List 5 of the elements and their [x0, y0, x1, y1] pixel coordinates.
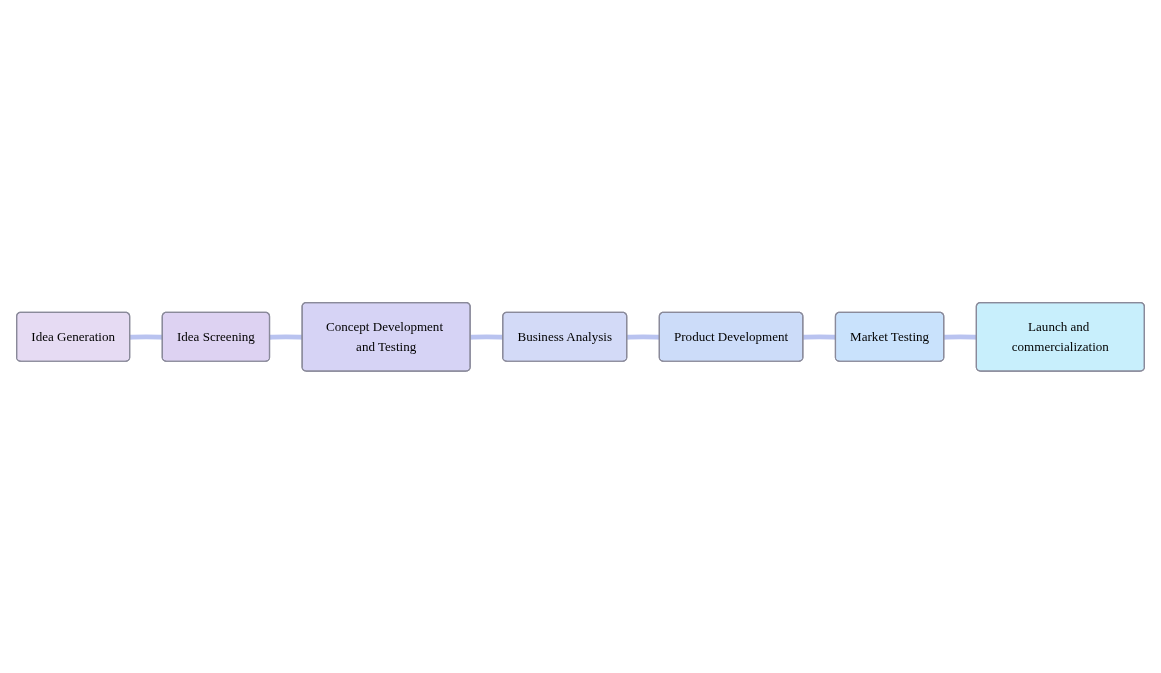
connector: [269, 334, 303, 340]
connector: [944, 334, 977, 340]
connector: [627, 334, 660, 340]
connector: [803, 334, 836, 340]
connector: [130, 334, 163, 340]
